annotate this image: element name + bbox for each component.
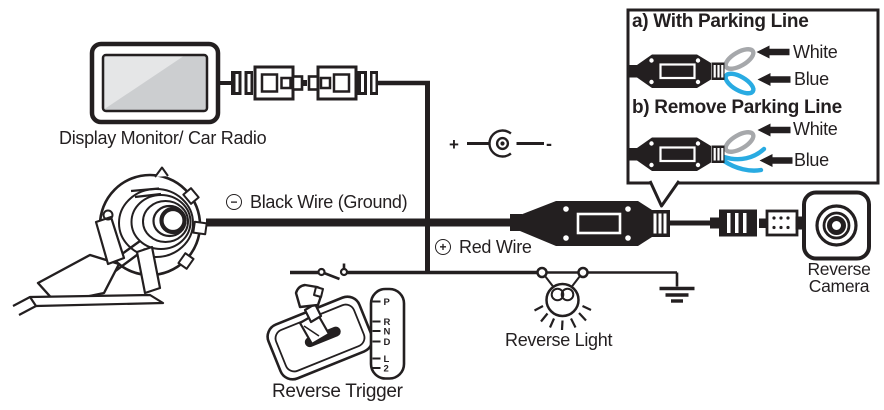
polarity-plus-sign: + <box>449 135 459 154</box>
reverse-trigger-label: Reverse Trigger <box>272 381 403 402</box>
ignition-key-drawing <box>12 166 208 316</box>
wiring-lines <box>206 80 806 275</box>
switch-symbol <box>317 263 349 281</box>
callout-box <box>625 8 880 208</box>
gear-shifter-drawing <box>266 283 374 381</box>
blue-wire-label-a: Blue <box>794 69 829 89</box>
red-wire-text: Red Wire <box>459 237 532 257</box>
display-monitor-drawing <box>89 41 221 125</box>
gear-letter-l: L <box>384 354 390 365</box>
callout-device-a <box>625 45 791 96</box>
reverse-camera-label-line2: Camera <box>808 275 870 296</box>
plus-circle-icon: + <box>435 239 451 256</box>
minus-circle-icon: − <box>226 194 242 211</box>
reverse-light-bulb <box>533 266 592 331</box>
gear-letter-d: D <box>384 337 391 348</box>
callout-section-a-title: a) With Parking Line <box>632 11 809 32</box>
display-monitor-label: Display Monitor/ Car Radio <box>59 128 267 148</box>
white-wire-label-a: White <box>793 42 838 62</box>
reverse-camera-label: Reverse Camera <box>799 261 879 294</box>
blue-wire-label-b: Blue <box>794 150 829 170</box>
control-box-drawing <box>510 201 670 246</box>
white-wire-label-b: White <box>793 119 838 139</box>
gear-indicator-panel: P R N D L 2 <box>369 287 406 380</box>
rca-connectors <box>231 65 378 101</box>
reverse-camera-drawing <box>802 190 871 261</box>
black-wire-label: − Black Wire (Ground) <box>226 192 408 213</box>
black-wire-text: Black Wire (Ground) <box>250 192 408 212</box>
gear-letter-2: 2 <box>384 364 389 375</box>
callout-device-b <box>625 123 793 173</box>
gear-letter-p: P <box>384 297 391 308</box>
power-plug-polarity-symbol: + - <box>449 129 552 158</box>
polarity-minus-sign: - <box>546 134 552 154</box>
gear-letter-r: R <box>384 317 391 328</box>
ground-symbol <box>659 272 695 303</box>
red-wire-label: + Red Wire <box>435 237 532 258</box>
callout-section-b-title: b) Remove Parking Line <box>632 97 842 118</box>
camera-connectors <box>710 209 802 237</box>
gear-letter-n: N <box>384 327 391 338</box>
reverse-camera-label-line1: Reverse <box>807 259 871 279</box>
reverse-light-label: Reverse Light <box>505 330 613 350</box>
